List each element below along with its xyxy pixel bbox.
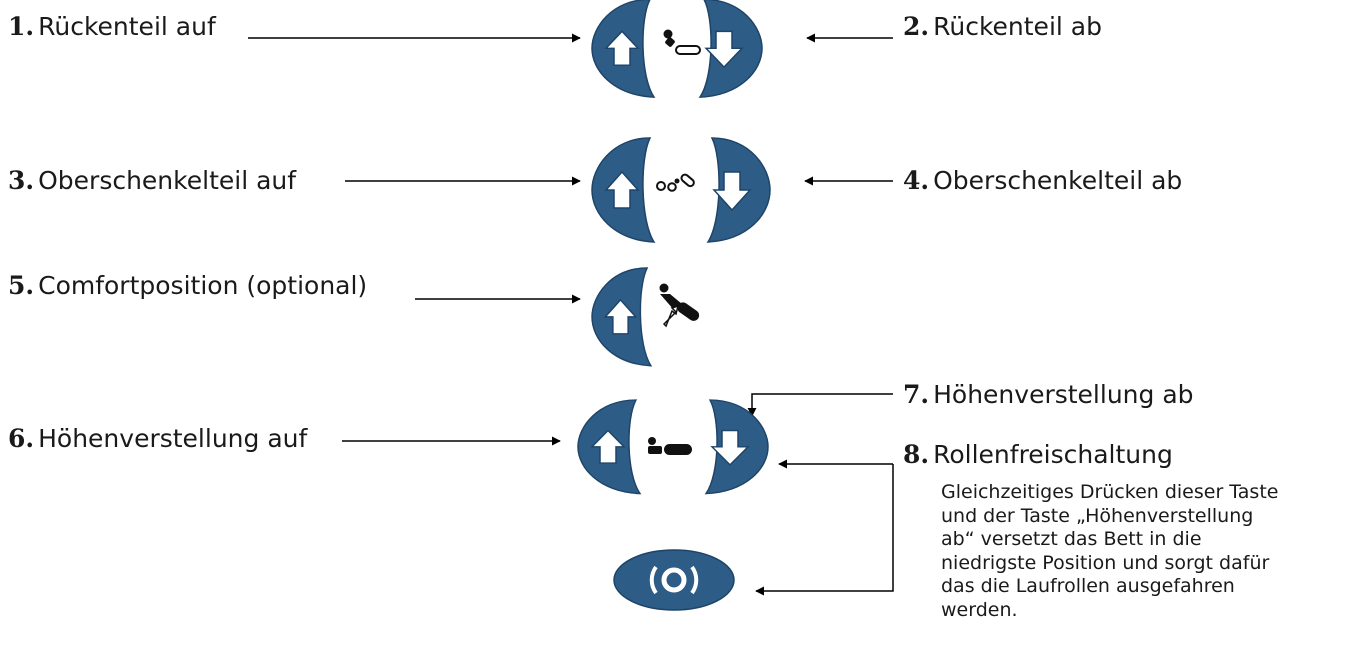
label-3-number: 3. xyxy=(8,166,35,195)
label-6: 6.Höhenverstellung auf xyxy=(8,424,307,454)
height-up-button[interactable] xyxy=(577,399,641,495)
castor-release-description: Gleichzeitiges Drücken dieser Taste und … xyxy=(941,481,1279,621)
label-5-text: Comfortposition (optional) xyxy=(38,271,368,300)
comfort-position-button[interactable] xyxy=(591,267,652,367)
label-8-number: 8. xyxy=(903,440,930,469)
thigh-section-icon xyxy=(656,173,695,192)
label-6-number: 6. xyxy=(8,424,35,453)
label-7: 7.Höhenverstellung ab xyxy=(903,380,1194,410)
label-6-text: Höhenverstellung auf xyxy=(38,424,308,453)
backrest-icon xyxy=(663,29,701,55)
thigh-down-button[interactable] xyxy=(707,137,771,243)
castor-release-button[interactable] xyxy=(613,549,735,611)
label-3-text: Oberschenkelteil auf xyxy=(38,166,297,195)
label-5-number: 5. xyxy=(8,271,35,300)
label-3: 3.Oberschenkelteil auf xyxy=(8,166,296,196)
backrest-up-button[interactable] xyxy=(591,0,655,98)
comfort-position-icon xyxy=(659,283,700,328)
arrow-8b xyxy=(755,464,894,596)
label-1-text: Rückenteil auf xyxy=(38,12,216,41)
label-7-number: 7. xyxy=(903,380,930,409)
arrow-7 xyxy=(747,393,893,417)
castor-release-icon xyxy=(649,565,699,595)
label-8-text: Rollenfreischaltung xyxy=(933,440,1173,469)
label-7-text: Höhenverstellung ab xyxy=(933,380,1194,409)
label-4: 4.Oberschenkelteil ab xyxy=(903,166,1182,196)
label-1: 1.Rückenteil auf xyxy=(8,12,216,42)
label-2-number: 2. xyxy=(903,12,930,41)
label-5: 5.Comfortposition (optional) xyxy=(8,271,367,301)
height-down-button[interactable] xyxy=(705,399,769,495)
backrest-down-button[interactable] xyxy=(699,0,763,98)
label-2: 2.Rückenteil ab xyxy=(903,12,1102,42)
label-4-text: Oberschenkelteil ab xyxy=(933,166,1183,195)
label-1-number: 1. xyxy=(8,12,35,41)
height-adjust-icon xyxy=(648,437,692,455)
label-8: 8.Rollenfreischaltung xyxy=(903,440,1173,470)
thigh-up-button[interactable] xyxy=(591,137,655,243)
label-2-text: Rückenteil ab xyxy=(933,12,1102,41)
label-4-number: 4. xyxy=(903,166,930,195)
